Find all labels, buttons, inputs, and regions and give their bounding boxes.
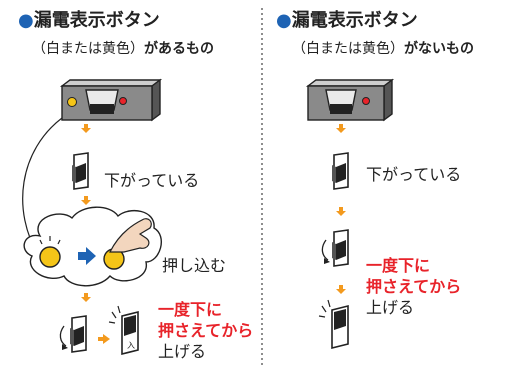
left-subtitle: （白または黄色）があるもの — [32, 38, 214, 58]
right-subtitle-bold: がないもの — [404, 41, 474, 57]
left-up-ticks — [108, 305, 121, 324]
right-subtitle: （白または黄色）がないもの — [292, 38, 474, 58]
right-step1-label: 下がっている — [366, 165, 462, 184]
left-title: ●漏電表示ボタン — [18, 6, 160, 32]
switch-on-label: 入 — [127, 341, 135, 350]
right-title: ●漏電表示ボタン — [276, 6, 418, 32]
right-breaker-panel — [305, 78, 395, 122]
left-step3-label: 一度下に 押さえてから 上げる — [158, 299, 253, 362]
right-up-ticks — [318, 299, 331, 318]
right-arrow-2 — [336, 207, 346, 216]
blue-arrow-icon — [78, 247, 96, 265]
left-title-dot: ● — [18, 10, 34, 31]
finger-icon — [109, 218, 152, 253]
right-arrow-3 — [336, 285, 346, 294]
left-toggle-down — [71, 152, 89, 190]
left-subtitle-bold: があるもの — [144, 41, 214, 57]
left-step3-red-line1: 一度下に — [158, 300, 223, 319]
left-toggle-press — [69, 315, 87, 353]
left-step1-label: 下がっている — [104, 171, 200, 190]
button-before — [39, 236, 61, 268]
orange-right-arrow-icon — [98, 334, 110, 344]
left-arrow-3 — [81, 293, 91, 302]
left-breaker-panel — [59, 78, 163, 122]
right-toggle-down — [331, 152, 349, 190]
right-arrow-1 — [336, 124, 346, 133]
leak-indicator-button — [67, 97, 77, 107]
right-step3-label: 一度下に 押さえてから 上げる — [366, 255, 461, 318]
left-subtitle-paren: （白または黄色） — [32, 41, 144, 57]
press-bubble — [23, 206, 163, 287]
left-arrow-2 — [81, 196, 91, 205]
right-step3-red-line1: 一度下に — [366, 256, 431, 275]
red-lamp — [119, 97, 127, 105]
right-title-dot: ● — [276, 10, 292, 31]
right-step3-black: 上げる — [366, 298, 415, 317]
left-arrow-1 — [81, 124, 91, 133]
right-toggle-up — [331, 304, 349, 350]
left-title-text: 漏電表示ボタン — [33, 10, 160, 31]
right-subtitle-paren: （白または黄色） — [292, 41, 404, 57]
left-step3-black: 上げる — [158, 342, 207, 361]
right-title-text: 漏電表示ボタン — [291, 10, 418, 31]
left-toggle-up: 入 — [121, 310, 139, 356]
left-step3-red-line2: 押さえてから — [158, 321, 254, 340]
right-step3-red-line2: 押さえてから — [366, 277, 462, 296]
left-step2-label: 押し込む — [162, 256, 227, 275]
right-toggle-press — [331, 229, 349, 267]
